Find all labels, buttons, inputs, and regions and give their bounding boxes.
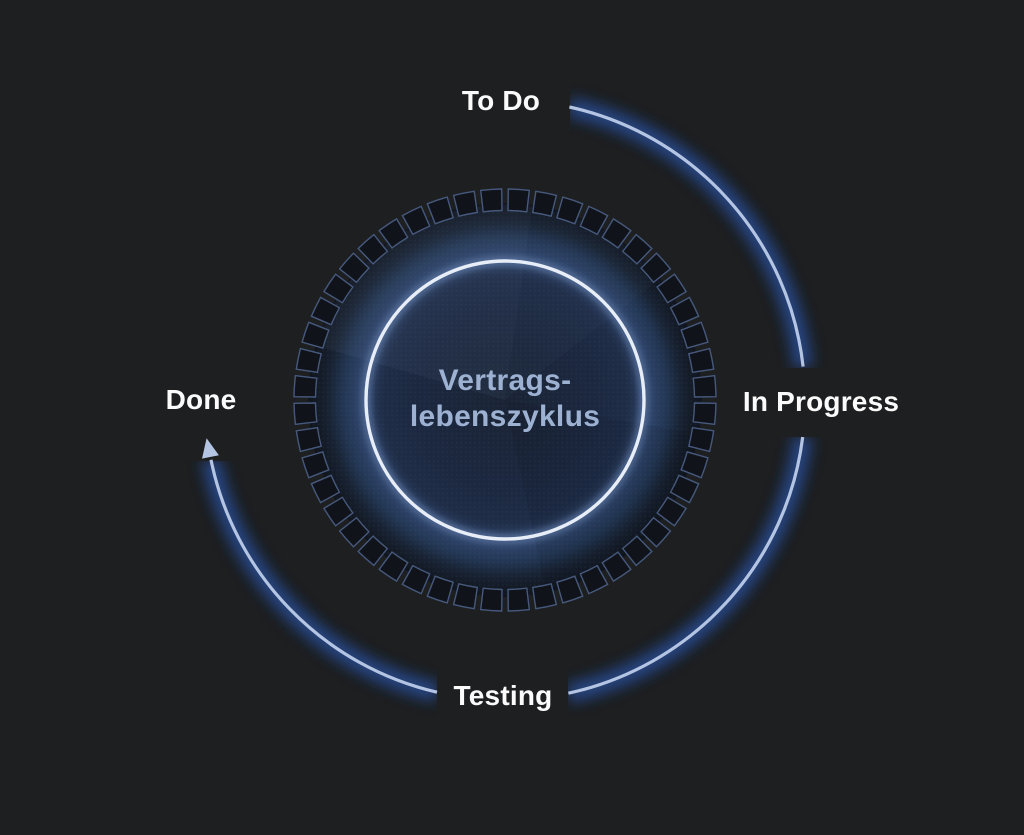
stage-label-to-do: To Do — [461, 85, 541, 116]
center-title-line2: lebenszyklus — [409, 400, 601, 433]
stage-label-done: Done — [165, 384, 237, 415]
stage-label-testing: Testing — [453, 680, 553, 711]
stage-label-in-progress: In Progress — [742, 386, 900, 417]
cycle-arrow-icon — [202, 438, 219, 459]
dial — [293, 188, 717, 612]
center-title: Vertrags- lebenszyklus — [410, 363, 600, 435]
center-title-line1: Vertrags- — [438, 364, 572, 397]
tick-ring — [293, 188, 717, 612]
cycle-arc — [200, 96, 815, 704]
inner-ring — [364, 259, 646, 541]
